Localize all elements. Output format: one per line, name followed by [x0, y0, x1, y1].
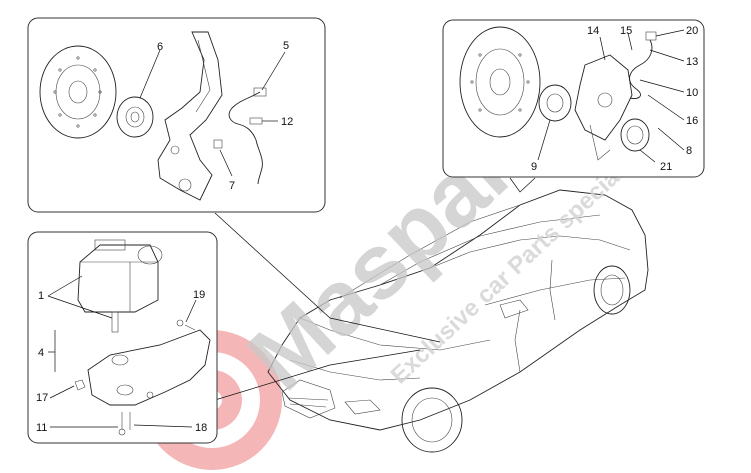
callout-5: 5: [283, 40, 289, 52]
rear-panel-frame: [442, 19, 705, 178]
rear-tone-ring: [620, 118, 650, 152]
callout-16: 16: [686, 115, 698, 127]
abs-mounting-bracket: [87, 329, 211, 406]
callout-18: 18: [195, 422, 207, 434]
callout-8: 8: [686, 145, 692, 157]
callout-13: 13: [686, 56, 698, 68]
callout-10: 10: [686, 87, 698, 99]
callout-12: 12: [281, 116, 293, 128]
callout-21: 21: [660, 161, 672, 173]
front-wheel-hub: [116, 96, 154, 138]
callout-14: 14: [587, 25, 599, 37]
front-brake-disc: [39, 45, 117, 139]
panel-leaders: [214, 177, 536, 401]
abs-unit-panel: 1 19 4 17 11 18: [27, 231, 218, 444]
callout-7: 7: [229, 180, 235, 192]
callout-9: 9: [531, 161, 537, 173]
abs-modulator: [77, 239, 163, 333]
front-panel-frame: [27, 17, 326, 213]
callout-4: 4: [38, 347, 44, 359]
car-outline: [267, 189, 649, 453]
callout-17: 17: [36, 392, 48, 404]
callout-6: 6: [157, 41, 163, 53]
callout-11: 11: [36, 422, 47, 434]
callout-19: 19: [193, 289, 205, 301]
front-brake-panel: 6 5 12 7: [27, 17, 326, 213]
callout-20: 20: [686, 25, 698, 37]
callout-15: 15: [620, 25, 632, 37]
rear-wheel-hub: [538, 84, 572, 122]
rear-brake-disc: [459, 26, 541, 138]
abs-fasteners: [74, 319, 196, 436]
rear-upright: [574, 54, 633, 161]
front-steering-knuckle: [157, 31, 223, 201]
abs-panel-frame: [27, 231, 218, 444]
callout-1: 1: [38, 290, 44, 302]
rear-brake-panel: 14 15 20 13 10 16 8 21 9: [442, 19, 705, 178]
